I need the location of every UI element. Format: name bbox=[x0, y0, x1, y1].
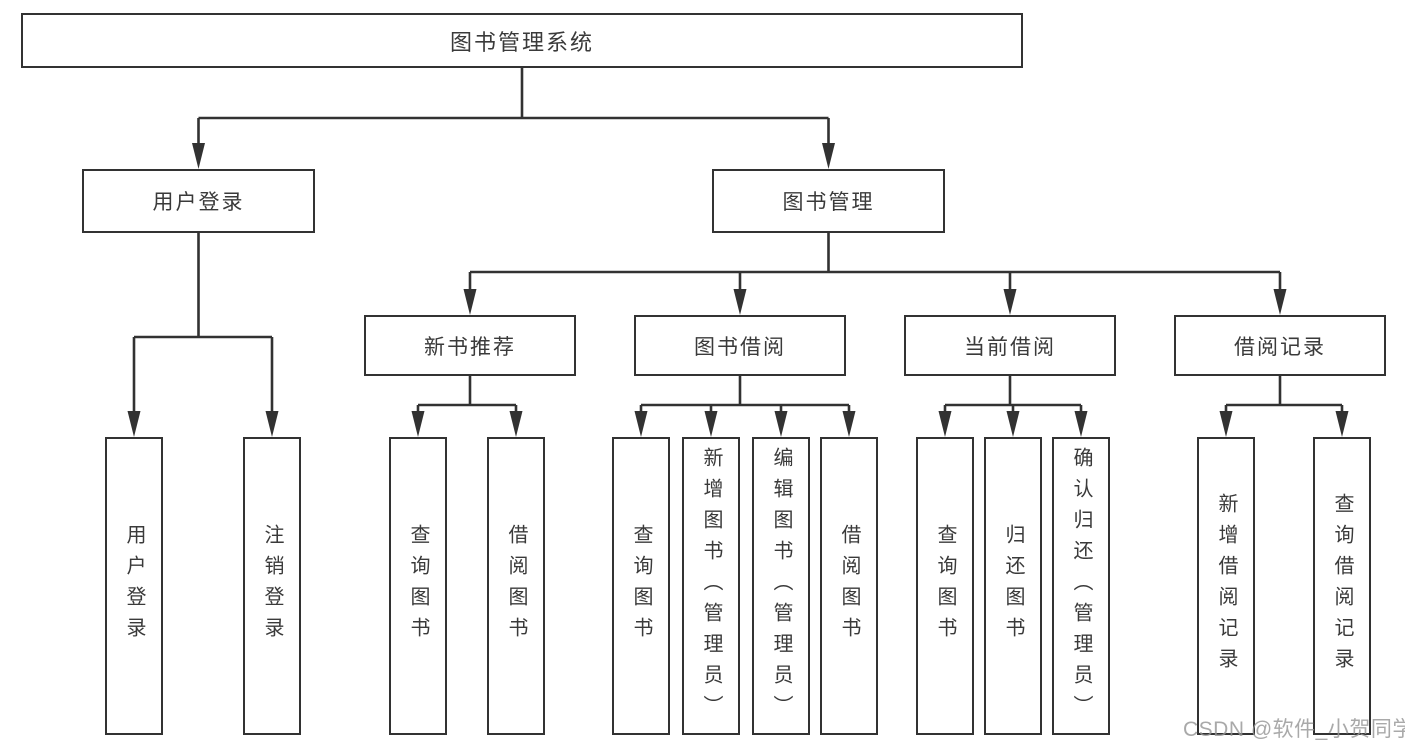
node-leaf-return-books: 归还图书 bbox=[984, 437, 1042, 735]
csdn-watermark: CSDN @软件_小贺同学 bbox=[1183, 718, 1405, 741]
node-leaf-add-borrow-record: 新增借阅记录 bbox=[1197, 437, 1255, 735]
node-label: 用户登录 bbox=[152, 191, 245, 214]
arrowhead bbox=[822, 143, 835, 169]
node-leaf-query-borrow-record: 查询借阅记录 bbox=[1313, 437, 1371, 735]
node-label: 查询借阅记录 bbox=[1331, 493, 1353, 679]
node-label: 新增图书（管理员） bbox=[700, 446, 722, 726]
arrowhead bbox=[1219, 411, 1233, 437]
node-leaf-logout: 注销登录 bbox=[243, 437, 301, 735]
node-label: 注销登录 bbox=[261, 524, 283, 648]
node-root-system: 图书管理系统 bbox=[21, 13, 1023, 68]
arrowhead bbox=[733, 289, 747, 315]
node-label: 查询图书 bbox=[407, 524, 429, 648]
node-label: 借阅记录 bbox=[1234, 335, 1326, 359]
node-label: 新书推荐 bbox=[424, 335, 516, 359]
arrowhead bbox=[509, 411, 523, 437]
arrowhead bbox=[1003, 289, 1017, 315]
arrowhead bbox=[1273, 289, 1287, 315]
arrowhead bbox=[774, 411, 788, 437]
node-leaf-query-books-3: 查询图书 bbox=[916, 437, 974, 735]
arrowhead bbox=[704, 411, 718, 437]
node-book-borrow: 图书借阅 bbox=[634, 315, 846, 376]
node-leaf-query-books-2: 查询图书 bbox=[612, 437, 670, 735]
node-label: 用户登录 bbox=[123, 524, 145, 648]
connector-borrow-records-to-leaves bbox=[1224, 376, 1344, 418]
arrowhead bbox=[634, 411, 648, 437]
connector-book-mgmt-to-level3 bbox=[468, 233, 1282, 296]
arrowhead bbox=[842, 411, 856, 437]
node-leaf-query-books-1: 查询图书 bbox=[389, 437, 447, 735]
node-leaf-borrow-books-2: 借阅图书 bbox=[820, 437, 878, 735]
arrowhead bbox=[411, 411, 425, 437]
node-label: 查询图书 bbox=[934, 524, 956, 648]
arrowhead bbox=[463, 289, 477, 315]
node-leaf-confirm-return-admin: 确认归还（管理员） bbox=[1052, 437, 1110, 735]
node-leaf-borrow-books-1: 借阅图书 bbox=[487, 437, 545, 735]
node-label: 借阅图书 bbox=[838, 524, 860, 648]
arrowhead bbox=[265, 411, 279, 437]
node-label: 编辑图书（管理员） bbox=[770, 446, 792, 726]
node-label: 图书管理系统 bbox=[449, 29, 594, 55]
node-label: 借阅图书 bbox=[505, 524, 527, 648]
node-borrow-records: 借阅记录 bbox=[1174, 315, 1386, 376]
connector-user-login-to-leaves bbox=[132, 233, 274, 418]
arrowhead bbox=[1074, 411, 1088, 437]
node-label: 当前借阅 bbox=[964, 335, 1056, 359]
arrowhead bbox=[127, 411, 141, 437]
connector-root-to-level2 bbox=[197, 68, 830, 150]
node-new-book-recommend: 新书推荐 bbox=[364, 315, 576, 376]
arrowhead bbox=[192, 143, 205, 169]
node-label: 确认归还（管理员） bbox=[1070, 446, 1092, 726]
node-label: 归还图书 bbox=[1002, 524, 1024, 648]
node-leaf-edit-books-admin: 编辑图书（管理员） bbox=[752, 437, 810, 735]
node-leaf-user-login: 用户登录 bbox=[105, 437, 163, 735]
node-book-management: 图书管理 bbox=[712, 169, 945, 233]
connector-book-borrow-to-leaves bbox=[639, 376, 851, 418]
node-label: 新增借阅记录 bbox=[1215, 493, 1237, 679]
connector-new-books-to-leaves bbox=[416, 376, 518, 418]
node-current-borrow: 当前借阅 bbox=[904, 315, 1116, 376]
node-user-login: 用户登录 bbox=[82, 169, 315, 233]
arrowhead bbox=[938, 411, 952, 437]
arrowhead bbox=[1006, 411, 1020, 437]
node-label: 图书管理 bbox=[782, 191, 875, 214]
arrowheads bbox=[127, 143, 1349, 437]
node-label: 图书借阅 bbox=[694, 335, 786, 359]
node-leaf-add-books-admin: 新增图书（管理员） bbox=[682, 437, 740, 735]
arrowhead bbox=[1335, 411, 1349, 437]
node-label: 查询图书 bbox=[630, 524, 652, 648]
